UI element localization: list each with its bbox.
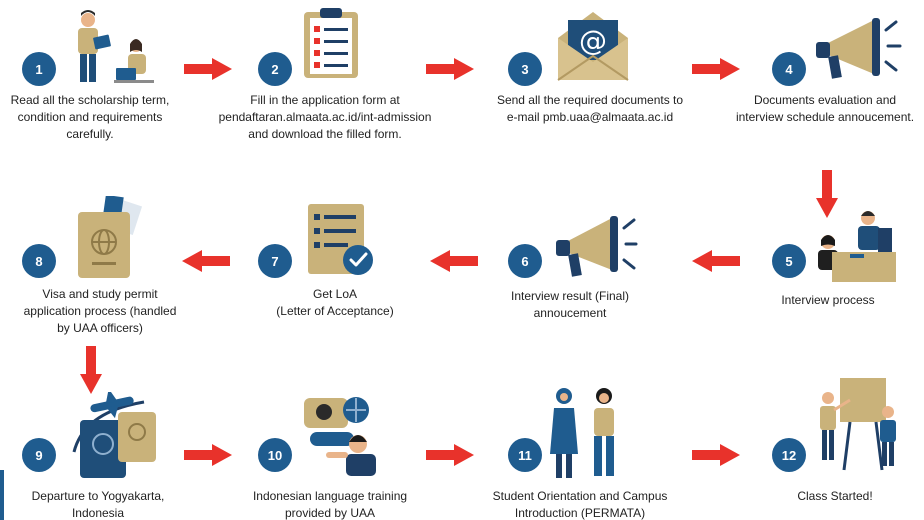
step-number-badge: 8: [22, 244, 56, 278]
certificate-document-icon: [306, 202, 376, 278]
step-description: Indonesian language training provided by…: [252, 489, 408, 520]
arrow-left-icon: [182, 250, 230, 272]
passport-icon: [74, 194, 154, 280]
arrow-left-icon: [692, 250, 740, 272]
edge-marker: [0, 470, 4, 520]
step-number-badge: 6: [508, 244, 542, 278]
airplane-passport-icon: [64, 388, 160, 480]
step-number-badge: 11: [508, 438, 542, 472]
arrow-right-icon: [426, 58, 474, 80]
step-description: Class Started!: [797, 489, 873, 503]
step-description: Visa and study permit application proces…: [23, 287, 177, 335]
arrow-right-icon: [426, 444, 474, 466]
step-number-badge: 5: [772, 244, 806, 278]
arrow-right-icon: [184, 58, 232, 80]
arrow-down-icon: [80, 346, 102, 394]
students-orientation-icon: [546, 384, 626, 480]
interview-people-icon: [812, 206, 896, 282]
step-number-badge: 3: [508, 52, 542, 86]
people-reading-icon: [60, 8, 160, 86]
classroom-teacher-icon: [816, 376, 904, 472]
arrow-right-icon: [692, 444, 740, 466]
arrow-left-icon: [430, 250, 478, 272]
step-description: Get LoA (Letter of Acceptance): [276, 287, 394, 318]
step-number-badge: 10: [258, 438, 292, 472]
step-number-badge: 7: [258, 244, 292, 278]
step-number-badge: 2: [258, 52, 292, 86]
step-description: Documents evaluation and interview sched…: [735, 93, 915, 124]
step-description: Interview process: [781, 293, 875, 307]
svg-text:@: @: [579, 24, 607, 57]
arrow-down-icon: [816, 170, 838, 218]
step-number-badge: 12: [772, 438, 806, 472]
step-description: Interview result (Final) annoucement: [510, 289, 630, 320]
arrow-right-icon: [692, 58, 740, 80]
step-description: Fill in the application form at pendafta…: [218, 93, 432, 141]
language-training-icon: [296, 392, 388, 476]
email-envelope-icon: @: [556, 10, 630, 82]
step-description: Departure to Yogyakarta, Indonesia: [31, 489, 165, 520]
step-number-badge: 4: [772, 52, 806, 86]
step-number-badge: 1: [22, 52, 56, 86]
step-description: Send all the required documents to e-mai…: [496, 93, 684, 124]
megaphone-icon: [812, 14, 902, 84]
step-description: Student Orientation and Campus Introduct…: [492, 489, 668, 520]
step-number-badge: 9: [22, 438, 56, 472]
clipboard-checklist-icon: [302, 6, 360, 80]
step-description: Read all the scholarship term, condition…: [10, 93, 170, 141]
arrow-right-icon: [184, 444, 232, 466]
megaphone-icon: [552, 212, 638, 280]
